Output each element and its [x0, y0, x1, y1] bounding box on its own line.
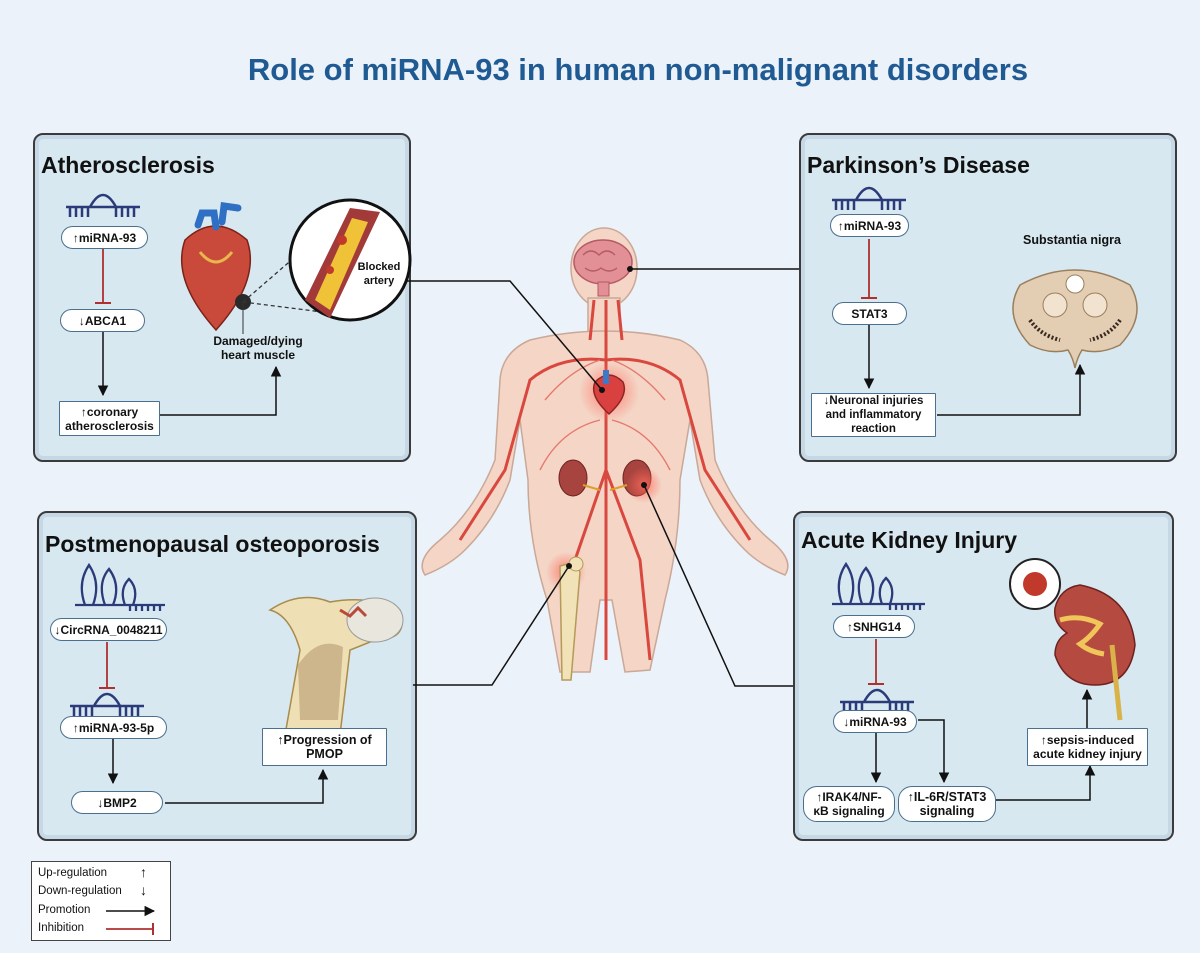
legend-promotion-label: Promotion [38, 904, 91, 916]
node-irak4-nfkb: ↑IRAK4/NF- κB signaling [803, 786, 895, 822]
legend-up-label: Up-regulation [38, 867, 108, 879]
femur-bone-icon [268, 596, 404, 736]
kidney-organ-icon [1009, 558, 1136, 721]
osteoporosis-title: Postmenopausal osteoporosis [45, 531, 380, 557]
figure-title: Role of miRNA-93 in human non-malignant … [247, 52, 1029, 87]
artery-network [458, 299, 752, 661]
label-substantia-nigra: Substantia nigra [1023, 233, 1121, 247]
node-il6r-stat3: ↑IL-6R/STAT3 signaling [898, 786, 996, 822]
node-stat3: STAT3 [832, 302, 907, 325]
legend-down-symbol: ↓ [140, 882, 147, 898]
atherosclerosis-title: Atherosclerosis [41, 152, 215, 178]
node-progression-pmop: ↑Progression of PMOP [262, 728, 387, 766]
node-mirna93-down: ↓miRNA-93 [833, 710, 917, 733]
connector-lines [407, 268, 799, 687]
kidney-title: Acute Kidney Injury [801, 527, 1017, 553]
node-bmp2: ↓BMP2 [71, 791, 163, 814]
legend-inhibition-label: Inhibition [38, 922, 85, 934]
rna-hairpin-icon [66, 193, 140, 217]
blocked-artery-magnifier [288, 198, 412, 322]
legend-symbols [106, 905, 156, 935]
node-neuronal-injuries: ↓Neuronal injuries and inflammatory reac… [811, 393, 936, 437]
brain-icon [573, 239, 633, 297]
node-mirna93-5p: ↑miRNA-93-5p [60, 716, 167, 739]
legend-up-symbol: ↑ [140, 864, 147, 880]
body-heart-icon [592, 370, 626, 416]
node-mirna93-up: ↑miRNA-93 [61, 226, 148, 249]
heart-icon [181, 202, 251, 332]
vein-network [539, 359, 671, 471]
panel-osteoporosis [37, 511, 417, 841]
node-coronary-atherosclerosis: ↑coronary atherosclerosis [59, 401, 160, 436]
node-circrna-0048211: ↓CircRNA_0048211 [50, 618, 167, 641]
node-snhg14: ↑SNHG14 [833, 615, 915, 638]
parkinsons-title: Parkinson’s Disease [807, 152, 1030, 178]
node-abca1-down: ↓ABCA1 [60, 309, 145, 332]
legend: Up-regulation ↑ Down-regulation ↓ Promot… [31, 861, 171, 941]
node-mirna93-up-pd: ↑miRNA-93 [830, 214, 909, 237]
legend-down-label: Down-regulation [38, 885, 122, 897]
label-blocked-artery: Blocked artery [357, 261, 401, 287]
circrna-icon [75, 562, 165, 611]
label-damaged-heart-muscle: Damaged/dying heart muscle [213, 334, 303, 362]
node-sepsis-aki: ↑sepsis-induced acute kidney injury [1027, 728, 1148, 766]
substantia-nigra-icon [1012, 269, 1138, 369]
